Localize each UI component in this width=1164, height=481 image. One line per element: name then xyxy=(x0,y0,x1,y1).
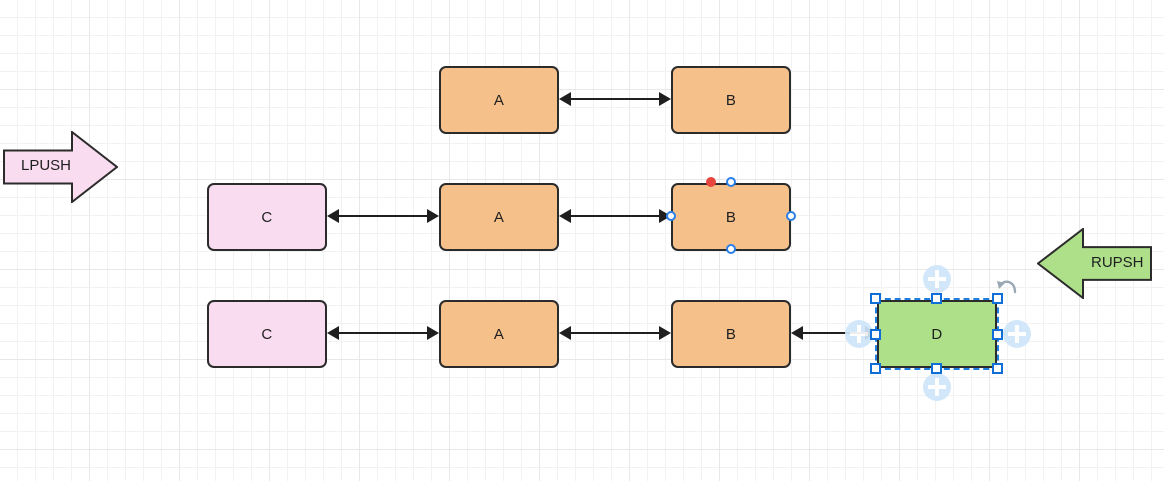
rotate-icon[interactable] xyxy=(995,272,1021,298)
connector-c-a-head-right xyxy=(427,326,439,340)
add-shape-right-icon[interactable] xyxy=(1003,320,1031,348)
connector-c-a[interactable] xyxy=(339,332,427,334)
lpush-arrow[interactable]: LPUSH xyxy=(3,129,119,205)
connector-a-b-head-left xyxy=(559,92,571,106)
node-d-row-3[interactable]: D xyxy=(877,300,997,368)
node-label: A xyxy=(493,208,505,226)
connector-a-b-head-right xyxy=(659,326,671,340)
add-shape-up-icon[interactable] xyxy=(923,265,951,293)
node-b-row-2[interactable]: B xyxy=(671,183,791,251)
node-label: A xyxy=(493,91,505,109)
node-label: B xyxy=(725,91,737,109)
connection-point-right[interactable] xyxy=(786,211,796,221)
node-c-row-2[interactable]: C xyxy=(207,183,327,251)
node-label: C xyxy=(261,208,273,226)
lpush-arrow-label: LPUSH xyxy=(21,157,72,174)
connector-a-b[interactable] xyxy=(571,215,659,217)
connector-a-b-head-right xyxy=(659,92,671,106)
connector-b-d[interactable] xyxy=(803,332,865,334)
node-b-row-3[interactable]: B xyxy=(671,300,791,368)
node-b-row-1[interactable]: B xyxy=(671,66,791,134)
node-label: A xyxy=(493,325,505,343)
connector-c-a-head-right xyxy=(427,209,439,223)
resize-handle-bottom-right[interactable] xyxy=(992,363,1003,374)
connector-c-a-head-left xyxy=(327,326,339,340)
connection-point-top[interactable] xyxy=(726,177,736,187)
connection-point-bottom[interactable] xyxy=(726,244,736,254)
resize-handle-middle-left[interactable] xyxy=(870,329,881,340)
connector-b-d-head-left xyxy=(791,326,803,340)
node-label: B xyxy=(725,208,737,226)
add-shape-left-icon[interactable] xyxy=(845,320,873,348)
resize-handle-top-center[interactable] xyxy=(931,293,942,304)
node-label: B xyxy=(725,325,737,343)
node-label: C xyxy=(261,325,273,343)
resize-handle-bottom-left[interactable] xyxy=(870,363,881,374)
connector-a-b[interactable] xyxy=(571,332,659,334)
resize-handle-middle-right[interactable] xyxy=(992,329,1003,340)
node-a-row-3[interactable]: A xyxy=(439,300,559,368)
connector-a-b-head-left xyxy=(559,326,571,340)
resize-handle-top-right[interactable] xyxy=(992,293,1003,304)
connection-point-left[interactable] xyxy=(666,211,676,221)
node-a-row-2[interactable]: A xyxy=(439,183,559,251)
connector-c-a-head-left xyxy=(327,209,339,223)
rupsh-arrow-label: RUPSH xyxy=(1091,253,1144,271)
connector-c-a[interactable] xyxy=(339,215,427,217)
connector-a-b[interactable] xyxy=(571,98,659,100)
connector-a-b-head-left xyxy=(559,209,571,223)
node-c-row-3[interactable]: C xyxy=(207,300,327,368)
resize-handle-bottom-center[interactable] xyxy=(931,363,942,374)
add-shape-down-icon[interactable] xyxy=(923,373,951,401)
rupsh-arrow[interactable]: RUPSH xyxy=(1036,226,1152,301)
resize-handle-top-left[interactable] xyxy=(870,293,881,304)
node-a-row-1[interactable]: A xyxy=(439,66,559,134)
rupsh-arrow-shape xyxy=(1036,226,1152,301)
lpush-arrow-shape xyxy=(3,129,119,205)
hover-red-dot[interactable] xyxy=(706,177,716,187)
node-label: D xyxy=(931,325,943,343)
